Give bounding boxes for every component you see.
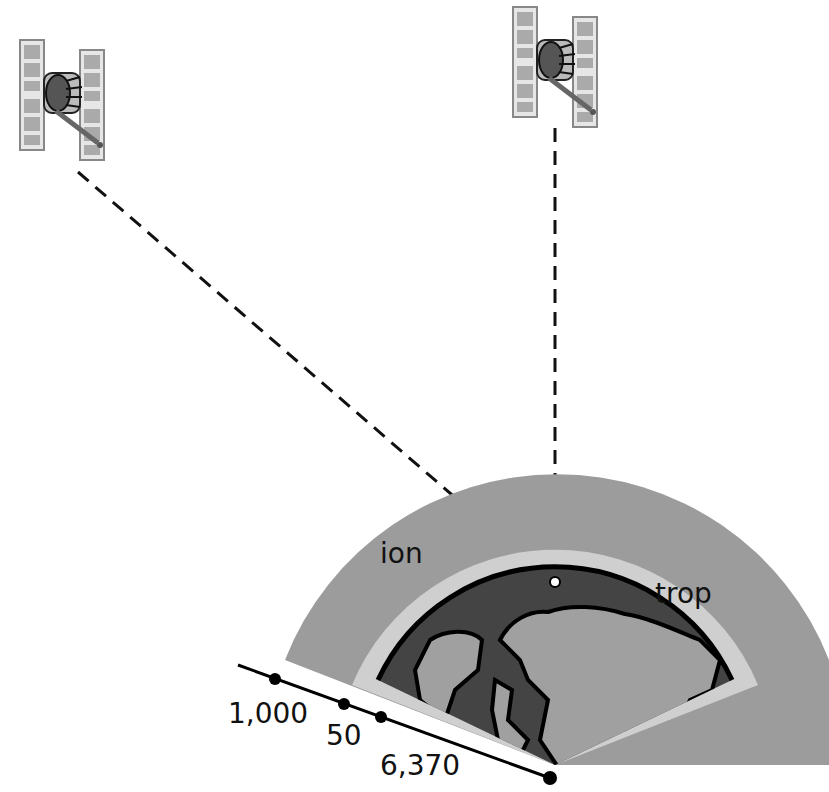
layer-label: ion (380, 540, 423, 568)
dimension-label: 1,000 (228, 700, 308, 728)
dimension-label: 6,370 (380, 752, 460, 780)
layer-label: trop (655, 580, 712, 608)
dimension-label: 50 (326, 722, 362, 750)
